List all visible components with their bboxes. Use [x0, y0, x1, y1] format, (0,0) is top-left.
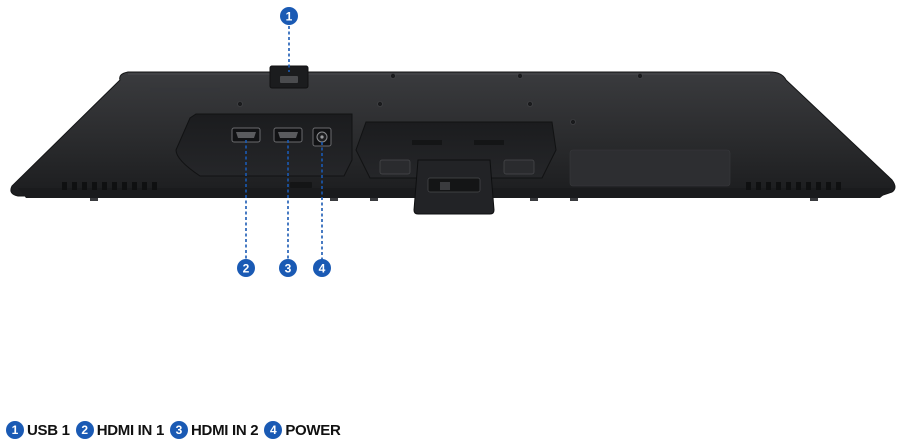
vent-slot	[112, 182, 117, 190]
marker-2-number: 2	[243, 262, 250, 276]
vent-slot	[152, 182, 157, 190]
stand-mount-slot-left	[379, 159, 411, 175]
vent-slot	[746, 182, 751, 190]
marker-4-number: 4	[319, 262, 326, 276]
legend-label-hdmi-in-1: HDMI IN 1	[96, 421, 165, 439]
hdmi-port-1	[231, 127, 261, 143]
vent-slot	[72, 182, 77, 190]
port-bay-left	[175, 113, 353, 177]
mounting-hole	[570, 119, 576, 125]
hdmi-port-2	[273, 127, 303, 143]
rear-logo-mark	[150, 88, 220, 92]
vent-slot	[836, 182, 841, 190]
mounting-hole	[377, 101, 383, 107]
monitor-body	[10, 65, 896, 215]
legend-item-usb-1: 1 USB 1	[6, 421, 70, 439]
bottom-clip	[810, 198, 818, 201]
vent-slot	[816, 182, 821, 190]
mounting-hole	[237, 101, 243, 107]
marker-2: 2	[237, 259, 255, 277]
marker-3-badge	[279, 259, 297, 277]
bottom-clip	[370, 198, 378, 201]
mounting-hole	[517, 73, 523, 79]
mounting-holes	[237, 73, 643, 125]
vent-slot	[132, 182, 137, 190]
legend-label-usb-1: USB 1	[27, 421, 70, 439]
legend-item-hdmi-in-1: 2 HDMI IN 1	[75, 421, 165, 439]
vent-slot	[756, 182, 761, 190]
marker-1-number: 1	[286, 10, 293, 24]
bottom-clip	[90, 198, 98, 201]
usb-port-slot	[280, 76, 298, 83]
vent-slot	[786, 182, 791, 190]
stand-connector-latch	[427, 177, 481, 193]
legend-item-hdmi-in-2: 3 HDMI IN 2	[170, 421, 259, 439]
vent-slot	[102, 182, 107, 190]
vent-slot	[806, 182, 811, 190]
mounting-hole	[637, 73, 643, 79]
legend-badge-4: 4	[264, 421, 283, 439]
marker-1: 1	[280, 7, 298, 25]
hdmi-port-2-socket	[278, 132, 298, 138]
legend-item-power: 4 POWER	[264, 421, 341, 439]
legend-label-power: POWER	[285, 421, 341, 439]
vent-slot	[796, 182, 801, 190]
vent-grille-right	[746, 182, 841, 190]
stand-mount-bar	[412, 140, 442, 145]
stand-mount-bar	[474, 140, 504, 145]
vent-slot	[826, 182, 831, 190]
vent-slot	[766, 182, 771, 190]
legend-badge-1: 1	[6, 421, 24, 439]
bottom-clip	[530, 198, 538, 201]
power-port-pin	[320, 135, 324, 139]
callout-lines	[245, 26, 323, 260]
vent-slot	[142, 182, 147, 190]
bottom-clips	[90, 198, 818, 201]
mounting-hole	[527, 101, 533, 107]
usb-port-housing	[269, 65, 309, 89]
vent-grille-left	[62, 182, 157, 190]
marker-3-number: 3	[285, 262, 292, 276]
marker-4-badge	[313, 259, 331, 277]
marker-3: 3	[279, 259, 297, 277]
bottom-clip	[570, 198, 578, 201]
vent-slot	[82, 182, 87, 190]
marker-4: 4	[313, 259, 331, 277]
port-legend: 1 USB 1 2 HDMI IN 1 3 HDMI IN 2 4 POWER	[6, 418, 346, 442]
legend-badge-3: 3	[170, 421, 188, 439]
vent-slot	[92, 182, 97, 190]
stand-connector-button	[440, 182, 450, 190]
stand-mount-slot-right	[503, 159, 535, 175]
power-port	[312, 127, 332, 147]
marker-2-badge	[237, 259, 255, 277]
hdmi-port-1-socket	[236, 132, 256, 138]
legend-label-hdmi-in-2: HDMI IN 2	[191, 421, 259, 439]
rear-label-area	[569, 149, 731, 187]
vent-slot	[62, 182, 67, 190]
vent-slot	[122, 182, 127, 190]
bottom-clip	[330, 198, 338, 201]
marker-1-badge	[280, 7, 298, 25]
mounting-hole	[390, 73, 396, 79]
legend-badge-2: 2	[75, 421, 94, 439]
security-slot	[290, 182, 312, 188]
vent-slot	[776, 182, 781, 190]
